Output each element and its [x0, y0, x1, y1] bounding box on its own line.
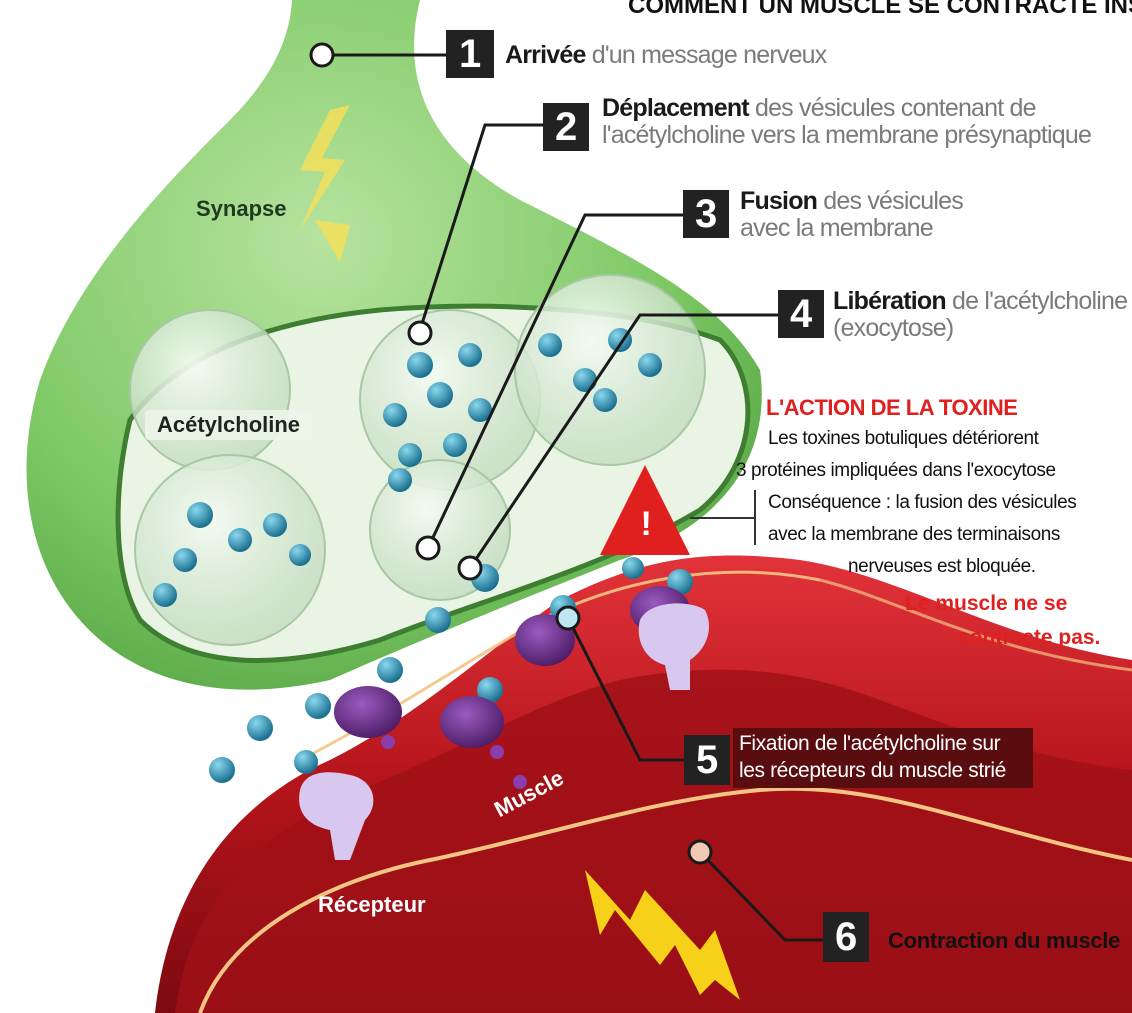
step-2-text: Déplacement des vésicules contenant de l…	[602, 95, 1102, 149]
toxin-line-2: 3 protéines impliquées dans l'exocytose	[736, 460, 1056, 482]
acetylcholine-label: Acétylcholine	[145, 410, 312, 440]
toxin-line-5: nerveuses est bloquée.	[848, 556, 1036, 578]
warning-symbol: !	[626, 505, 666, 544]
toxin-line-1: Les toxines botuliques détériorent	[768, 428, 1039, 450]
toxin-line-3: Conséquence : la fusion des vésicules	[768, 492, 1076, 514]
step-3-text: Fusion des vésicules avec la membrane	[740, 188, 980, 242]
step-1-number: 1	[446, 30, 494, 78]
recepteur-label: Récepteur	[318, 892, 426, 918]
step-2-number: 2	[543, 103, 589, 151]
step-2-title: Déplacement	[602, 94, 749, 122]
step-5-number: 5	[684, 735, 730, 785]
synapse-label: Synapse	[196, 196, 287, 222]
step-4-text: Libération de l'acétylcholine (exocytose…	[833, 288, 1131, 342]
toxin-line-4: avec la membrane des terminaisons	[768, 524, 1060, 546]
step-1-title: Arrivée	[505, 41, 586, 69]
toxin-title: L'ACTION DE LA TOXINE	[766, 395, 1017, 421]
step-3-number: 3	[683, 190, 729, 238]
step-4-number: 4	[778, 290, 824, 338]
step-6-text: Contraction du muscle	[888, 928, 1120, 954]
toxin-conclusion-2: contracte pas.	[958, 626, 1100, 650]
page-header: COMMENT UN MUSCLE SE CONTRACTE INSTA	[628, 0, 1132, 20]
step-6-number: 6	[823, 912, 869, 962]
step-3-title: Fusion	[740, 187, 817, 215]
step-1-text: Arrivée d'un message nerveux	[505, 42, 925, 69]
step-4-title: Libération	[833, 287, 946, 315]
step-5-text: Fixation de l'acétylcholine sur les réce…	[733, 728, 1033, 788]
step-1-desc: d'un message nerveux	[586, 41, 827, 69]
toxin-conclusion-1: Le muscle ne se	[905, 592, 1067, 616]
